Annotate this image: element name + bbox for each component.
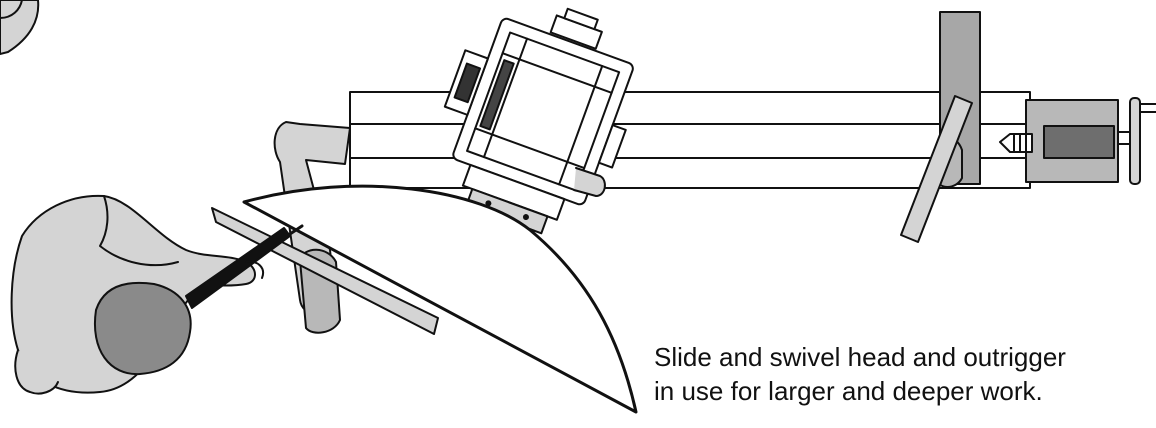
figure-caption: Slide and swivel head and outrigger in u… — [654, 340, 1156, 408]
caption-line-2: in use for larger and deeper work. — [654, 376, 1043, 406]
caption-line-1: Slide and swivel head and outrigger — [654, 342, 1066, 372]
bowl-blank — [242, 184, 638, 414]
tailstock — [999, 97, 1156, 185]
right-tool-rest — [900, 95, 973, 243]
corner-object — [0, 0, 40, 55]
locking-handle — [573, 167, 606, 197]
turner-figure — [10, 194, 304, 395]
